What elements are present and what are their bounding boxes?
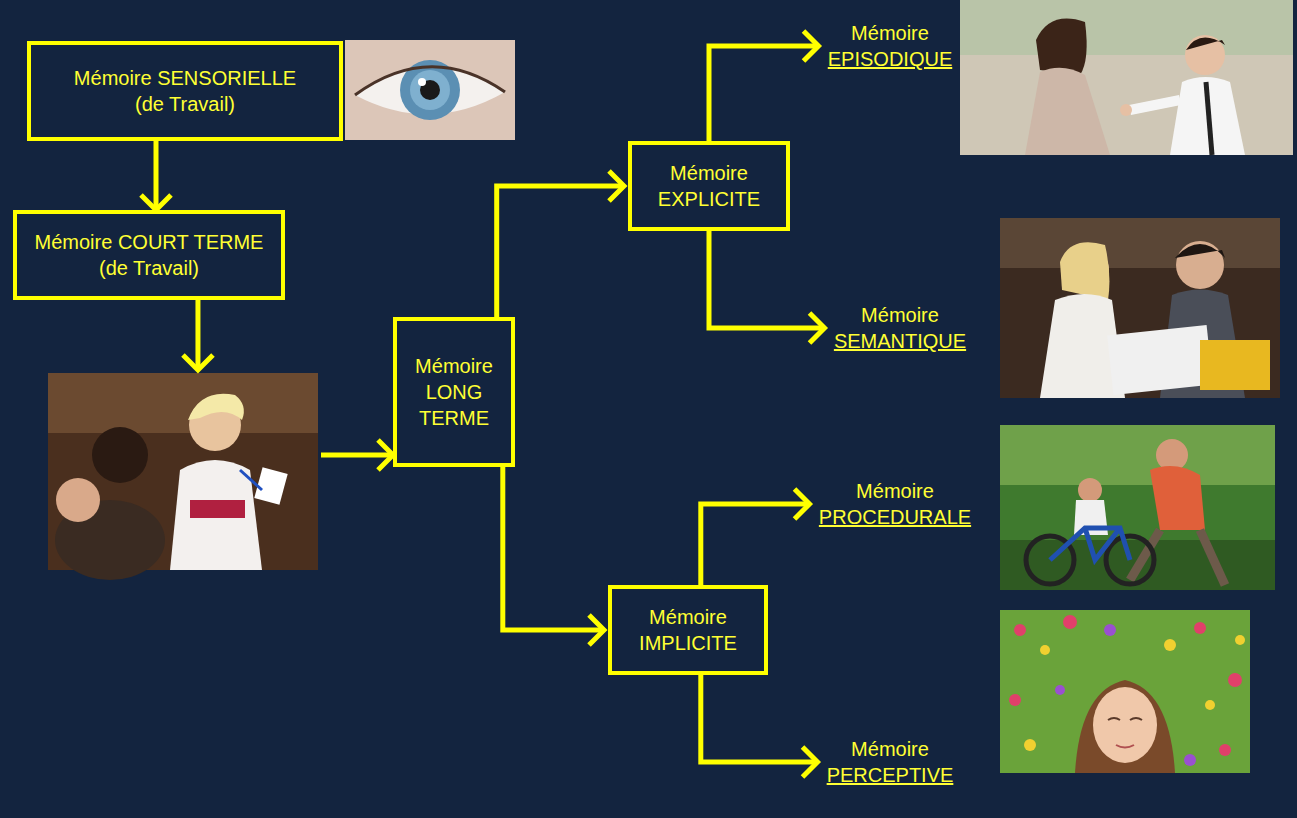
connector-arrow	[183, 300, 393, 470]
connector-line	[709, 231, 825, 328]
connector-arrow	[503, 467, 604, 645]
memory-label: MémoireEPISODIQUE	[823, 17, 958, 75]
arrow-head	[609, 171, 624, 201]
memory-label: MémoireSEMANTIQUE	[829, 299, 972, 357]
couple-photo	[960, 0, 1293, 155]
node-text: Mémoire	[851, 20, 929, 46]
connector-arrow	[709, 31, 819, 141]
memory-box: Mémoire COURT TERME(de Travail)	[13, 210, 285, 300]
arrow-head	[589, 615, 604, 645]
connector-arrow	[701, 489, 810, 585]
node-text: Mémoire	[861, 302, 939, 328]
connector-line	[701, 675, 818, 762]
node-text: (de Travail)	[99, 255, 199, 281]
connector-arrow	[701, 675, 818, 777]
memory-type: PROCEDURALE	[819, 504, 971, 530]
arrow-head	[803, 747, 818, 777]
memory-box: Mémoire LONG TERME	[393, 317, 515, 467]
node-text: Mémoire LONG TERME	[408, 353, 500, 431]
arrow-head	[795, 489, 810, 519]
memory-type: EPISODIQUE	[828, 46, 952, 72]
node-text: Mémoire EXPLICITE	[644, 160, 774, 212]
memory-type: PERCEPTIVE	[827, 762, 954, 788]
arrow-head	[141, 195, 171, 210]
connector-arrow	[709, 231, 825, 343]
bicycle-photo	[1000, 425, 1275, 590]
connector-line	[709, 46, 819, 141]
connector-line	[321, 453, 393, 458]
waitress-photo	[48, 373, 318, 580]
connector-arrow	[497, 171, 624, 317]
arrow-head	[810, 313, 825, 343]
connector-arrow	[141, 141, 171, 210]
memory-label: MémoirePROCEDURALE	[814, 475, 977, 533]
arrow-head	[378, 440, 393, 470]
arrow-head	[804, 31, 819, 61]
connector-line	[195, 300, 200, 370]
memory-label: MémoirePERCEPTIVE	[822, 733, 959, 791]
connector-line	[154, 141, 159, 210]
memory-box: Mémoire IMPLICITE	[608, 585, 768, 675]
eye-photo	[345, 40, 515, 140]
node-text: Mémoire	[851, 736, 929, 762]
arrow-head	[183, 355, 213, 370]
node-text: Mémoire COURT TERME	[35, 229, 264, 255]
memory-type: SEMANTIQUE	[834, 328, 966, 354]
connector-line	[497, 186, 624, 317]
node-text: Mémoire	[856, 478, 934, 504]
connector-line	[503, 467, 604, 630]
flower-field-photo	[1000, 610, 1250, 773]
study-photo	[1000, 218, 1280, 398]
node-text: (de Travail)	[135, 91, 235, 117]
connector-line	[701, 504, 810, 585]
memory-box: Mémoire SENSORIELLE(de Travail)	[27, 41, 343, 141]
node-text: Mémoire IMPLICITE	[623, 604, 753, 656]
memory-box: Mémoire EXPLICITE	[628, 141, 790, 231]
node-text: Mémoire SENSORIELLE	[74, 65, 296, 91]
